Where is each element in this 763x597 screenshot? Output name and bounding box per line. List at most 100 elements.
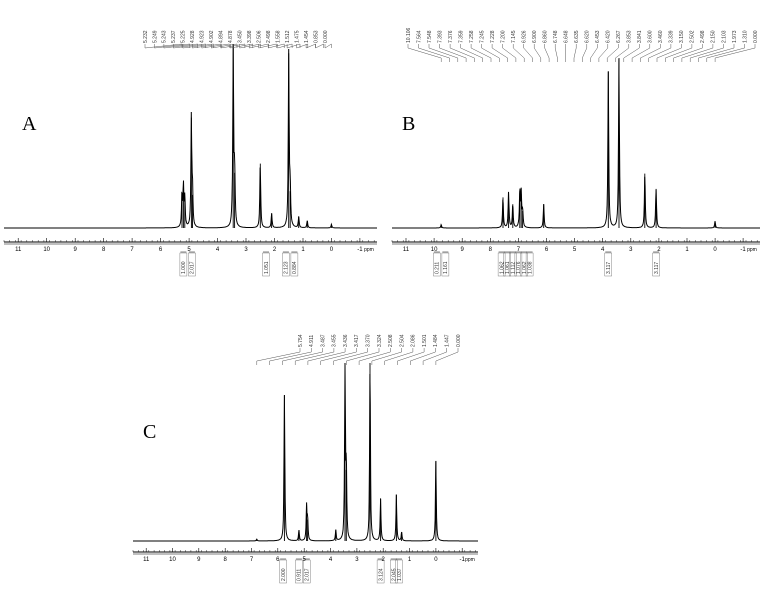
integration-box <box>652 252 660 277</box>
peak-label-leader <box>665 47 692 59</box>
peak-label-leader <box>715 47 756 59</box>
tick-label: 3 <box>355 557 359 563</box>
peak-label-leader <box>418 47 450 59</box>
peak-label: 6.620 <box>585 30 591 43</box>
tick-label: 0 <box>330 247 334 253</box>
tick-label: -1 <box>740 247 746 253</box>
peak-label: 3.853 <box>627 30 633 43</box>
integration-label: 1.062 <box>499 261 505 274</box>
integration-label: 2.017 <box>305 568 311 581</box>
peak-label-leader <box>407 47 442 59</box>
integration-box <box>441 252 450 277</box>
peak-label: 7.258 <box>469 30 475 43</box>
peak-label-leader <box>173 43 206 49</box>
peak-label-leader <box>269 351 312 362</box>
integration-label: 0.211 <box>435 262 441 274</box>
peak-label: 4.911 <box>309 335 315 347</box>
tick-label: 9 <box>197 557 201 563</box>
tick-label: 11 <box>15 247 22 253</box>
peak-label-leader <box>673 47 703 59</box>
peak-label: 5.249 <box>152 30 158 43</box>
peak-label-leader <box>428 47 458 59</box>
peak-label-leader <box>439 47 467 59</box>
peak-label: 7.564 <box>416 30 422 43</box>
tick-label: 5 <box>573 247 577 253</box>
peak-label: 1.501 <box>422 334 428 347</box>
peak-label-leader <box>295 351 334 362</box>
peak-label-leader <box>220 43 245 49</box>
integration-label: 3.117 <box>654 262 660 274</box>
integration-box <box>395 559 403 584</box>
spectrum-trace <box>133 362 478 542</box>
peak-label-leader <box>154 43 190 49</box>
peak-label: 2.498 <box>700 30 706 43</box>
tick-label: 9 <box>74 247 78 253</box>
peak-label-leader <box>239 43 261 49</box>
peak-label: 4.894 <box>219 30 225 43</box>
peak-label: 0.000 <box>323 30 329 43</box>
peak-label: 3.150 <box>679 30 685 43</box>
peak-label: 2.086 <box>411 334 417 347</box>
tick-label: 8 <box>489 247 493 253</box>
integration-box <box>282 252 290 277</box>
peak-label: 3.450 <box>238 30 244 43</box>
tick-label: 10 <box>431 247 438 253</box>
peak-label: 5.225 <box>181 30 187 43</box>
peak-label-leader <box>698 47 735 59</box>
peak-label-leader <box>371 351 402 362</box>
peak-label: 6.900 <box>532 30 538 43</box>
peak-label-leader <box>681 47 713 59</box>
peak-label-leader <box>315 43 324 49</box>
peak-label: 6.420 <box>606 30 612 43</box>
integration-box <box>279 559 287 584</box>
tick-label: 10 <box>43 247 50 253</box>
integration-label: 3.117 <box>606 262 612 274</box>
peak-label: 6.267 <box>616 30 622 43</box>
peak-label: 7.245 <box>479 30 485 43</box>
peak-label-leader <box>192 43 222 49</box>
x-axis-unit: ppm <box>364 247 374 253</box>
peak-label-leader <box>470 47 492 59</box>
peak-label-leader <box>144 43 183 49</box>
integration-label: 1.062 <box>522 261 528 274</box>
tick-label: 5 <box>187 247 191 253</box>
peak-label: 5.237 <box>171 30 177 43</box>
integration-label: 1.037 <box>397 568 403 581</box>
peak-label-leader <box>307 351 346 362</box>
tick-label: 1 <box>301 247 305 253</box>
peak-label: 2.506 <box>257 30 263 43</box>
peak-label: 6.648 <box>564 30 570 43</box>
integration-label: 0.884 <box>292 261 298 274</box>
integration-label: 1.076 <box>516 261 522 274</box>
peak-label: 7.145 <box>511 30 517 43</box>
integration-label: 1.161 <box>443 261 449 274</box>
integration-box <box>376 559 385 584</box>
integration-box <box>188 252 196 277</box>
peak-label: 1.484 <box>433 334 439 347</box>
peak-label: 2.508 <box>388 334 394 347</box>
peak-label-leader <box>631 47 650 59</box>
tick-label: 8 <box>224 557 228 563</box>
peak-label-leader <box>359 351 391 362</box>
peak-label: 0.853 <box>313 30 319 43</box>
integration-label: 1.061 <box>505 261 511 274</box>
peak-label: 3.370 <box>366 334 372 347</box>
peak-label-leader <box>533 47 542 59</box>
peak-label-leader <box>554 47 558 59</box>
peak-label-leader <box>590 47 598 59</box>
peak-label-leader <box>258 43 277 49</box>
peak-label-leader <box>333 351 368 362</box>
tick-label: 11 <box>143 557 150 563</box>
peak-label-leader <box>201 43 230 49</box>
tick-label: 2 <box>273 247 277 253</box>
peak-label: 3.324 <box>377 334 383 347</box>
panel-letter: C <box>143 421 156 443</box>
peak-label-leader <box>163 43 198 49</box>
peak-label: 3.487 <box>320 334 326 347</box>
peak-label-leader <box>211 43 238 49</box>
peak-label: 3.600 <box>648 30 654 43</box>
peak-label-leader <box>607 47 619 59</box>
integration-box <box>179 252 188 277</box>
